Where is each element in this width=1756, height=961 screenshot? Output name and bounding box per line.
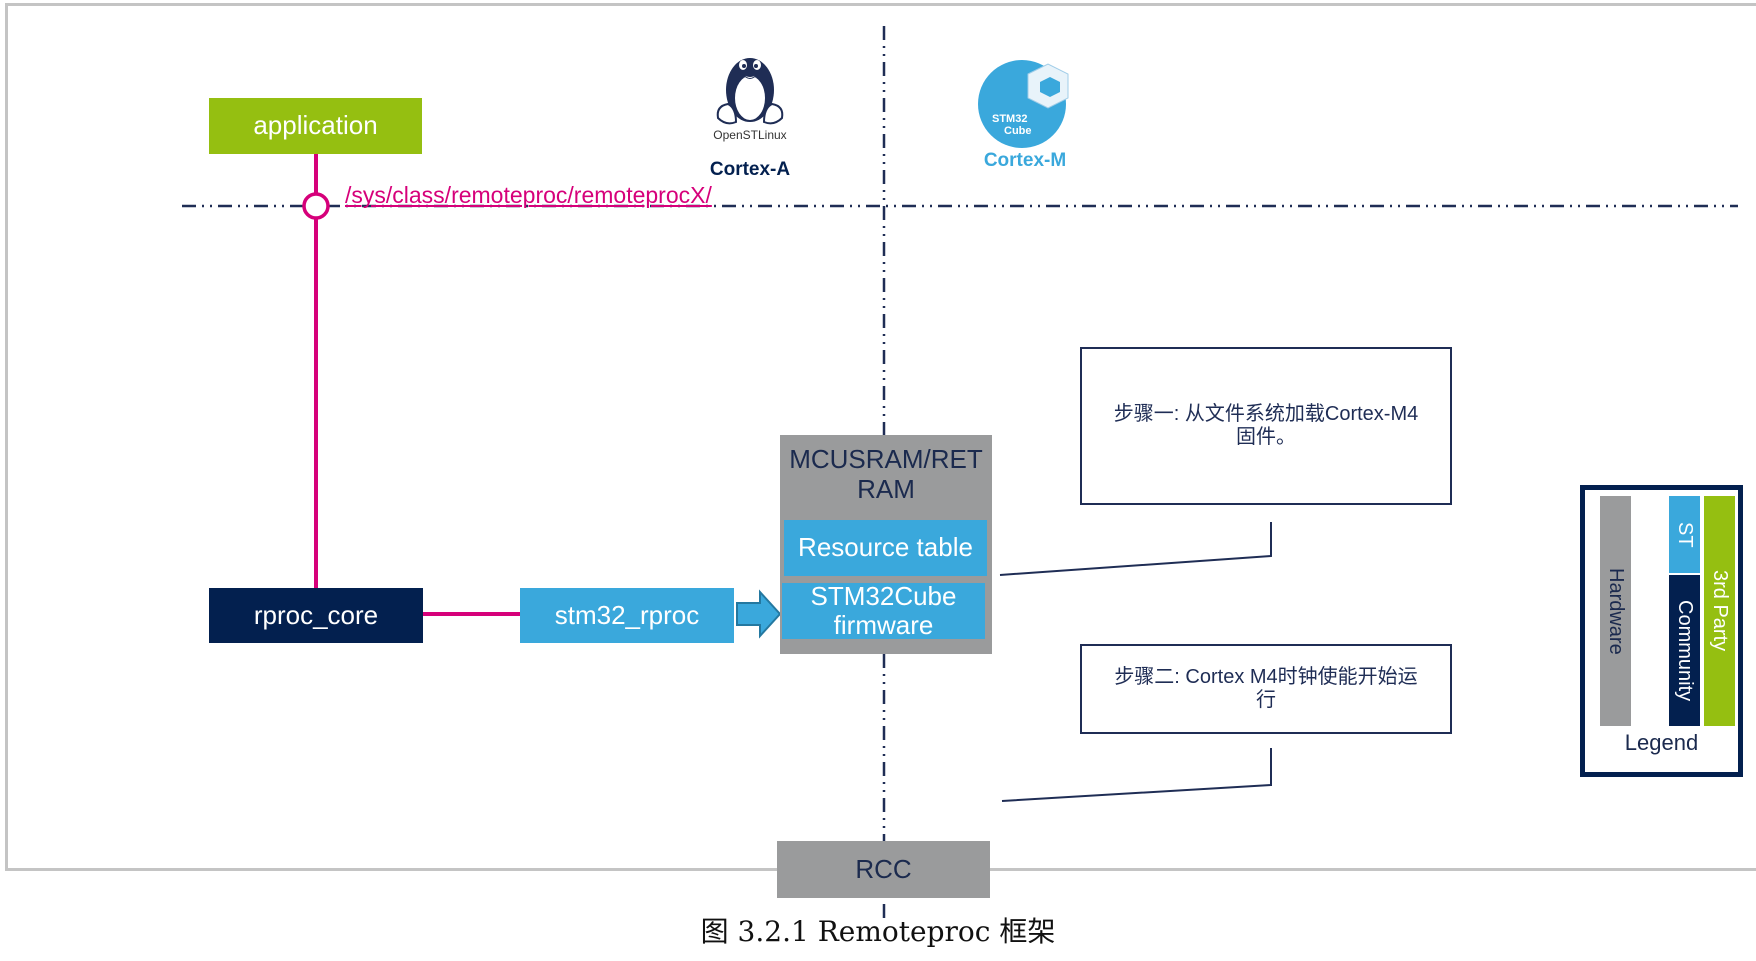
legend-hardware: Hardware xyxy=(1600,496,1631,726)
rcc-block: RCC xyxy=(777,841,990,898)
resource-table-block: Resource table xyxy=(784,520,987,576)
figure-caption: 图 3.2.1 Remoteproc 框架 xyxy=(700,915,1056,948)
legend-hardware-label: Hardware xyxy=(1605,567,1627,655)
step2-line2: 行 xyxy=(1256,689,1276,711)
step2-line1: 步骤二: Cortex M4时钟使能开始运 xyxy=(1114,666,1418,688)
legend-community: Community xyxy=(1669,575,1700,726)
interface-socket xyxy=(302,192,330,220)
firmware-line1: STM32Cube xyxy=(810,581,957,612)
legend-st-label: ST xyxy=(1674,521,1696,548)
rproc-core-block: rproc_core xyxy=(209,588,423,643)
stm32cube-icon: STM32 Cube xyxy=(978,60,1069,148)
legend-st: ST xyxy=(1669,496,1700,573)
memory-title-line2: RAM xyxy=(857,473,915,504)
firmware-line2: firmware xyxy=(833,610,934,640)
step1-line1: 步骤一: 从文件系统加载Cortex-M4 xyxy=(1113,403,1419,425)
load-arrow xyxy=(736,589,782,639)
memory-title-line1: MCUSRAM/RET xyxy=(789,444,983,474)
legend-3rd-party-label: 3rd Party xyxy=(1709,570,1731,652)
step1-callout xyxy=(999,522,1272,576)
memory-title: MCUSRAM/RET RAM xyxy=(780,444,992,505)
stm32cube-logo: STM32 Cube xyxy=(978,54,1074,150)
step2-callout xyxy=(1001,748,1272,802)
stm32-rproc-block: stm32_rproc xyxy=(520,588,734,643)
legend-3rd-party: 3rd Party xyxy=(1704,496,1735,726)
stm32-logo-text: STM32 xyxy=(992,113,1027,125)
application-block: application xyxy=(209,98,422,154)
step2-note: 步骤二: Cortex M4时钟使能开始运 行 xyxy=(1080,644,1452,734)
step1-line2: 固件。 xyxy=(1236,426,1296,448)
tux-penguin-icon xyxy=(716,58,784,125)
legend-community-label: Community xyxy=(1674,599,1696,702)
cortex-m-label: Cortex-M xyxy=(983,150,1067,171)
step1-note: 步骤一: 从文件系统加载Cortex-M4 固件。 xyxy=(1080,347,1452,505)
legend: Hardware ST Community 3rd Party Legend xyxy=(1580,485,1743,777)
legend-title: Legend xyxy=(1624,730,1699,755)
cortex-a-label: Cortex-A xyxy=(709,159,791,180)
openstlinux-label: OpenSTLinux xyxy=(713,128,787,142)
sysfs-path-label: /sys/class/remoteproc/remoteprocX/ xyxy=(345,182,712,208)
linux-logo xyxy=(710,40,790,130)
cube-logo-text: Cube xyxy=(1004,125,1032,137)
firmware-block: STM32Cube firmware xyxy=(782,581,985,640)
